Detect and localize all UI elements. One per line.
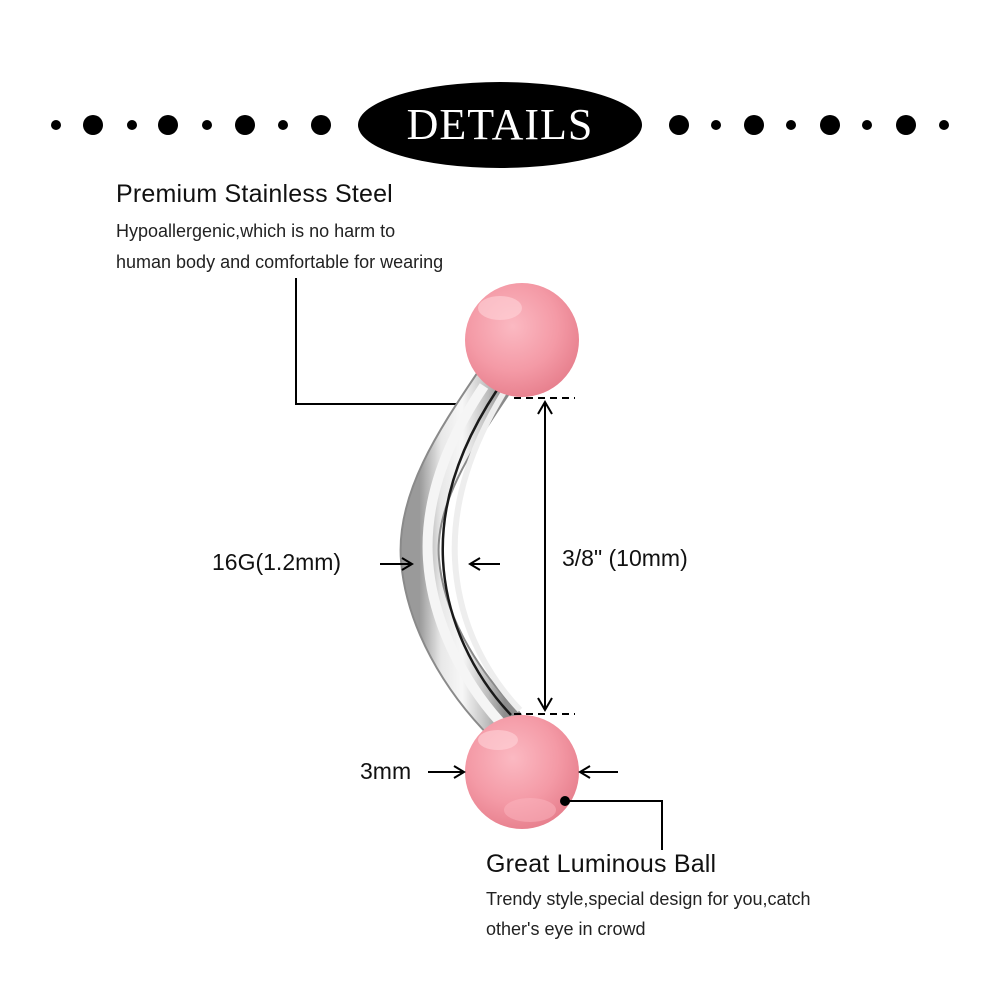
dot-icon	[51, 120, 61, 130]
dot-icon	[669, 115, 689, 135]
dot-icon	[820, 115, 840, 135]
dot-icon	[744, 115, 764, 135]
details-badge: DETAILS	[358, 82, 642, 168]
dot-icon	[235, 115, 255, 135]
gauge-label: 16G(1.2mm)	[212, 549, 342, 575]
dot-icon	[786, 120, 796, 130]
dot-icon	[83, 115, 103, 135]
ball-size-arrows	[428, 765, 618, 779]
dot-icon	[896, 115, 916, 135]
ball-size-label: 3mm	[360, 758, 412, 784]
dot-icon	[158, 115, 178, 135]
length-arrow	[537, 400, 553, 712]
top-ball	[465, 283, 579, 397]
top-callout-title: Premium Stainless Steel	[116, 180, 393, 208]
bottom-leader-line	[560, 796, 663, 850]
top-callout-line-2: human body and comfortable for wearing	[116, 252, 444, 272]
bottom-callout-line-1: Trendy style,special design for you,catc…	[486, 889, 811, 909]
dot-icon	[278, 120, 288, 130]
dot-icon	[202, 120, 212, 130]
dot-icon	[939, 120, 949, 130]
bottom-callout-title: Great Luminous Ball	[486, 850, 717, 878]
details-badge-label: DETAILS	[406, 100, 594, 149]
dot-icon	[711, 120, 721, 130]
dot-icon	[127, 120, 137, 130]
dot-icon	[311, 115, 331, 135]
gauge-arrows	[380, 557, 500, 571]
bottom-callout-line-2: other's eye in crowd	[486, 919, 646, 939]
bottom-ball	[465, 715, 579, 829]
top-callout-line-1: Hypoallergenic,which is no harm to	[116, 221, 396, 241]
dot-icon	[862, 120, 872, 130]
curved-bar	[399, 365, 525, 745]
length-label: 3/8" (10mm)	[562, 545, 688, 571]
top-leader-line	[295, 278, 473, 408]
